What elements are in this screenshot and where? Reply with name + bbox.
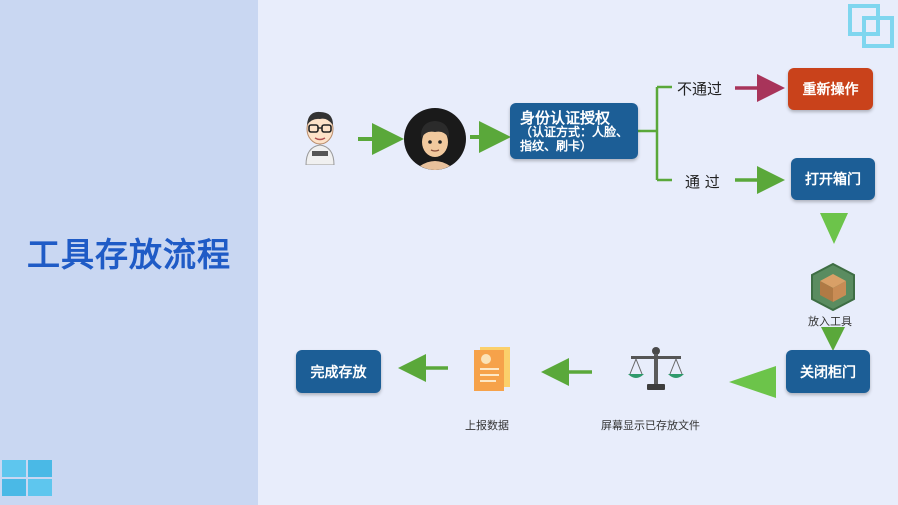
put-tool-label: 放入工具: [808, 315, 852, 328]
report-data-label: 上报数据: [465, 419, 509, 432]
branch-pass-label: 通 过: [685, 173, 720, 191]
auth-box: 身份认证授权 （认证方式：人脸、指纹、刷卡）: [510, 103, 638, 159]
retry-box: 重新操作: [788, 68, 873, 110]
box-hexagon-icon: [811, 262, 855, 312]
scale-icon: [628, 347, 684, 390]
face-avatar-icon: [404, 108, 466, 170]
corner-squares-icon: [848, 4, 894, 48]
arrow-close-to-screen: [729, 366, 776, 398]
page-title: 工具存放流程: [27, 235, 231, 274]
auth-methods: （认证方式：人脸、指纹、刷卡）: [520, 125, 629, 153]
user-glasses-icon: [305, 111, 335, 165]
screen-show-label: 屏幕显示已存放文件: [601, 419, 700, 432]
complete-box: 完成存放: [296, 350, 381, 393]
open-door-box: 打开箱门: [791, 158, 875, 200]
branch-fail-label: 不通过: [677, 80, 723, 98]
auth-title: 身份认证授权: [520, 109, 611, 127]
close-door-box: 关闭柜门: [786, 350, 870, 393]
arrow-open-to-put: [820, 213, 848, 244]
corner-tiles-icon: [2, 460, 52, 496]
branch-bracket: [638, 85, 672, 182]
left-panel: [0, 0, 258, 505]
document-icon: [474, 347, 510, 391]
